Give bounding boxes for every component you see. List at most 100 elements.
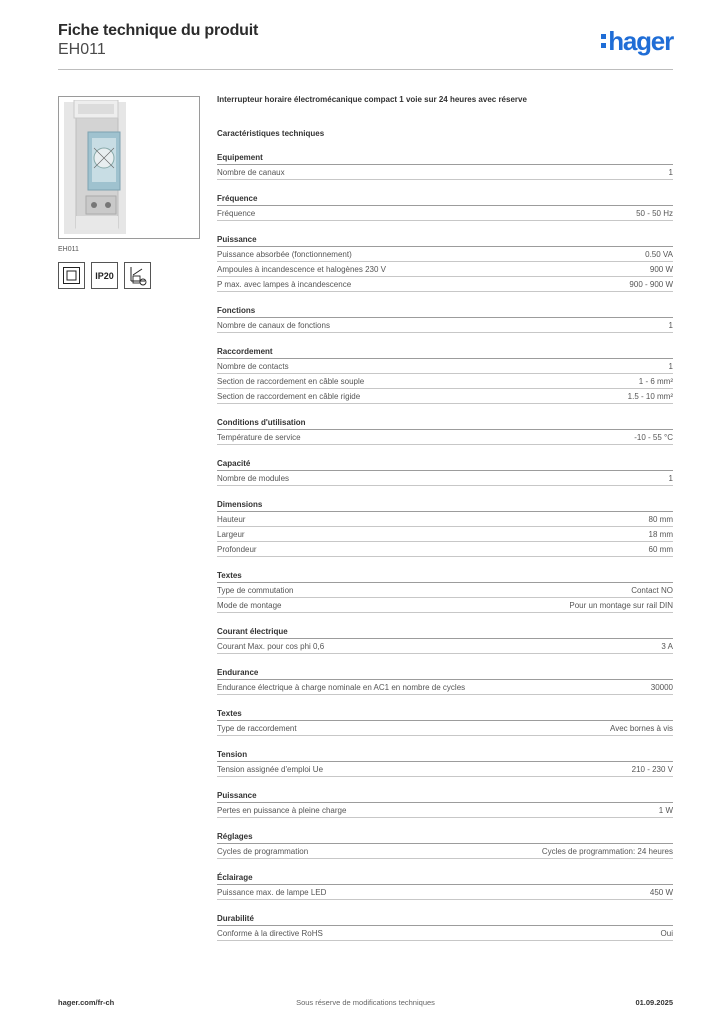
spec-label: Conforme à la directive RoHS: [217, 929, 323, 938]
spec-row: Ampoules à incandescence et halogènes 23…: [217, 262, 673, 277]
footer-website-link[interactable]: hager.com/fr-ch: [58, 998, 115, 1007]
spec-section-title: Tension: [217, 749, 673, 762]
spec-row: Fréquence 50 - 50 Hz: [217, 206, 673, 221]
spec-value: 30000: [650, 683, 673, 692]
spec-value: 1 - 6 mm²: [638, 377, 673, 386]
spec-label: Nombre de modules: [217, 474, 290, 483]
footer-disclaimer: Sous réserve de modifications techniques: [296, 998, 435, 1007]
spec-section-title: Durabilité: [217, 913, 673, 926]
spec-value: 1: [668, 474, 673, 483]
din-rail-mounting-icon: [124, 262, 151, 289]
spec-value: 0.50 VA: [645, 250, 673, 259]
spec-row: Type de commutation Contact NO: [217, 583, 673, 598]
hager-logo[interactable]: hager: [601, 26, 674, 56]
spec-label: Hauteur: [217, 515, 246, 524]
spec-value: 900 W: [649, 265, 673, 274]
spec-label: Type de raccordement: [217, 724, 297, 733]
page-header: Fiche technique du produit EH011 hager: [58, 22, 674, 70]
logo-mark-icon: [601, 34, 607, 48]
spec-row: Section de raccordement en câble rigide 1…: [217, 389, 673, 404]
header-divider: [58, 69, 673, 70]
spec-value: -10 - 55 °C: [634, 433, 673, 442]
product-image-frame: [58, 96, 200, 239]
spec-label: Puissance max. de lampe LED: [217, 888, 327, 897]
spec-value: Cycles de programmation: 24 heures: [541, 847, 673, 856]
spec-label: Nombre de canaux: [217, 168, 285, 177]
spec-row: Nombre de canaux 1: [217, 165, 673, 180]
spec-label: Nombre de canaux de fonctions: [217, 321, 330, 330]
tech-heading: Caractéristiques techniques: [217, 129, 325, 138]
spec-section-title: Endurance: [217, 667, 673, 680]
spec-row: P max. avec lampes à incandescence 900 - …: [217, 277, 673, 292]
spec-row: Puissance max. de lampe LED 450 W: [217, 885, 673, 900]
ip20-icon: IP20: [91, 262, 118, 289]
spec-row: Cycles de programmation Cycles de program…: [217, 844, 673, 859]
spec-label: Fréquence: [217, 209, 256, 218]
spec-row: Conforme à la directive RoHS Oui: [217, 926, 673, 941]
spec-label: Ampoules à incandescence et halogènes 23…: [217, 265, 387, 274]
protection-class-ii-icon: [58, 262, 85, 289]
spec-label: Type de commutation: [217, 586, 294, 595]
spec-value: Oui: [660, 929, 673, 938]
spec-value: 1: [668, 168, 673, 177]
spec-section-title: Textes: [217, 570, 673, 583]
spec-value: 80 mm: [648, 515, 673, 524]
spec-section-title: Capacité: [217, 458, 673, 471]
document-title: Fiche technique du produit: [58, 22, 259, 39]
spec-section-title: Puissance: [217, 234, 673, 247]
product-reference: EH011: [58, 41, 106, 58]
spec-value: Contact NO: [631, 586, 673, 595]
spec-row: Nombre de modules 1: [217, 471, 673, 486]
spec-row: Puissance absorbée (fonctionnement)0.50 …: [217, 247, 673, 262]
spec-label: Cycles de programmation: [217, 847, 309, 856]
spec-section-title: Raccordement: [217, 346, 673, 359]
product-description: Interrupteur horaire électromécanique co…: [217, 95, 527, 104]
product-caption: EH011: [58, 246, 79, 253]
spec-value: 50 - 50 Hz: [636, 209, 673, 218]
spec-label: Section de raccordement en câble rigide: [217, 392, 361, 401]
spec-section-title: Éclairage: [217, 872, 673, 885]
spec-section-title: Réglages: [217, 831, 673, 844]
spec-section-title: Dimensions: [217, 499, 673, 512]
product-image: [64, 100, 126, 234]
spec-value: 1 W: [658, 806, 673, 815]
spec-label: Tension assignée d'emploi Ue: [217, 765, 324, 774]
spec-label: Profondeur: [217, 545, 257, 554]
spec-label: Largeur: [217, 530, 245, 539]
spec-value: 60 mm: [648, 545, 673, 554]
spec-label: P max. avec lampes à incandescence: [217, 280, 352, 289]
spec-row: Endurance électrique à charge nominale e…: [217, 680, 673, 695]
spec-value: 450 W: [649, 888, 673, 897]
spec-value: 1.5 - 10 mm²: [627, 392, 673, 401]
spec-value: 900 - 900 W: [629, 280, 673, 289]
spec-value: Avec bornes à vis: [610, 724, 673, 733]
spec-section-title: Fréquence: [217, 193, 673, 206]
specifications: Interrupteur horaire électromécanique co…: [217, 95, 673, 941]
ip20-label: IP20: [95, 270, 114, 281]
spec-label: Endurance électrique à charge nominale e…: [217, 683, 466, 692]
spec-value: Pour un montage sur rail DIN: [569, 601, 673, 610]
spec-row: Profondeur 60 mm: [217, 542, 673, 557]
spec-row: Type de raccordement Avec bornes à vis: [217, 721, 673, 736]
footer-date: 01.09.2025: [635, 998, 673, 1007]
spec-label: Pertes en puissance à pleine charge: [217, 806, 347, 815]
